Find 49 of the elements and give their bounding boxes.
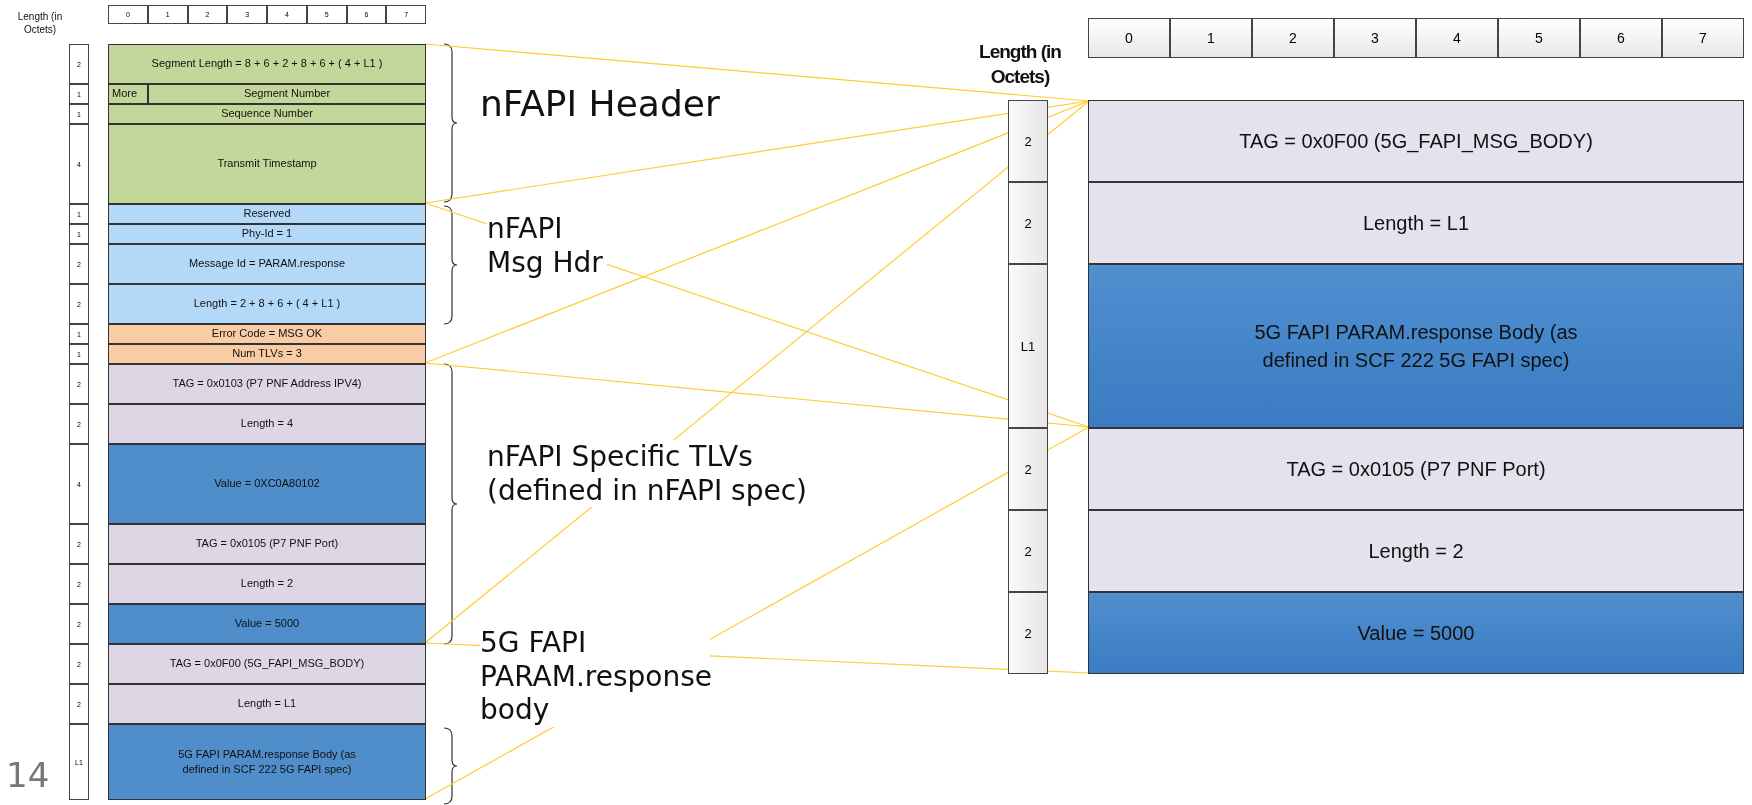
field-row: Length = 4 (108, 404, 426, 444)
axis-title: Length (in Octets) (16, 10, 64, 36)
field-row: Length = 2 (1088, 510, 1744, 592)
projection-line (424, 362, 1090, 428)
field-row: Value = 0XC0A80102 (108, 444, 426, 524)
projection-line (424, 100, 1090, 644)
field-row: TAG = 0x0103 (P7 PNF Address IPV4) (108, 364, 426, 404)
octet-index-cell: 4 (1416, 18, 1498, 58)
field-row: Length = 2 (108, 564, 426, 604)
length-cell: 2 (1008, 182, 1048, 264)
octet-index-cell: 2 (1252, 18, 1334, 58)
field-row: TAG = 0x0F00 (5G_FAPI_MSG_BODY) (108, 644, 426, 684)
field-row: Length = L1 (108, 684, 426, 724)
field-row: 5G FAPI PARAM.response Body (as defined in SCF 222 5G FAPI spec) (1088, 264, 1744, 428)
field-row: TAG = 0x0105 (P7 PNF Port) (108, 524, 426, 564)
length-cell: 2 (1008, 592, 1048, 674)
field-row: Length = 2 + 8 + 6 + ( 4 + L1 ) (108, 284, 426, 324)
field-row: Segment Number (148, 84, 426, 104)
length-cell: 2 (1008, 428, 1048, 510)
field-row: Message Id = PARAM.response (108, 244, 426, 284)
field-row: Error Code = MSG OK (108, 324, 426, 344)
field-row: Transmit Timestamp (108, 124, 426, 204)
field-row: Value = 5000 (108, 604, 426, 644)
octet-index-cell: 1 (1170, 18, 1252, 58)
octet-index-cell: 5 (1498, 18, 1580, 58)
field-row: Reserved (108, 204, 426, 224)
length-cell: 2 (1008, 510, 1048, 592)
field-row: Segment Length = 8 + 6 + 2 + 8 + 6 + ( 4 + L1 ) (108, 44, 426, 84)
length-cell: L1 (1008, 264, 1048, 428)
length-cell: 2 (1008, 100, 1048, 182)
octet-index-cell: 7 (1662, 18, 1744, 58)
field-row: TAG = 0x0F00 (5G_FAPI_MSG_BODY) (1088, 100, 1744, 182)
projection-line (424, 426, 1090, 800)
projection-line (424, 43, 1090, 102)
octet-index-cell: 6 (1580, 18, 1662, 58)
projection-line (424, 642, 1090, 674)
octet-index-cell: 3 (1334, 18, 1416, 58)
projection-line (424, 100, 1090, 364)
octet-index-cell: 0 (1088, 18, 1170, 58)
field-row: Length = L1 (1088, 182, 1744, 264)
field-row: Value = 5000 (1088, 592, 1744, 674)
projection-line (424, 202, 1090, 428)
page-number: 14 (6, 755, 51, 795)
field-row: Num TLVs = 3 (108, 344, 426, 364)
flag-field: More (108, 84, 148, 104)
field-row: 5G FAPI PARAM.response Body (as defined in SCF 222 5G FAPI spec) (108, 724, 426, 800)
field-row: Phy-Id = 1 (108, 224, 426, 244)
field-row: Sequence Number (108, 104, 426, 124)
field-row: TAG = 0x0105 (P7 PNF Port) (1088, 428, 1744, 510)
